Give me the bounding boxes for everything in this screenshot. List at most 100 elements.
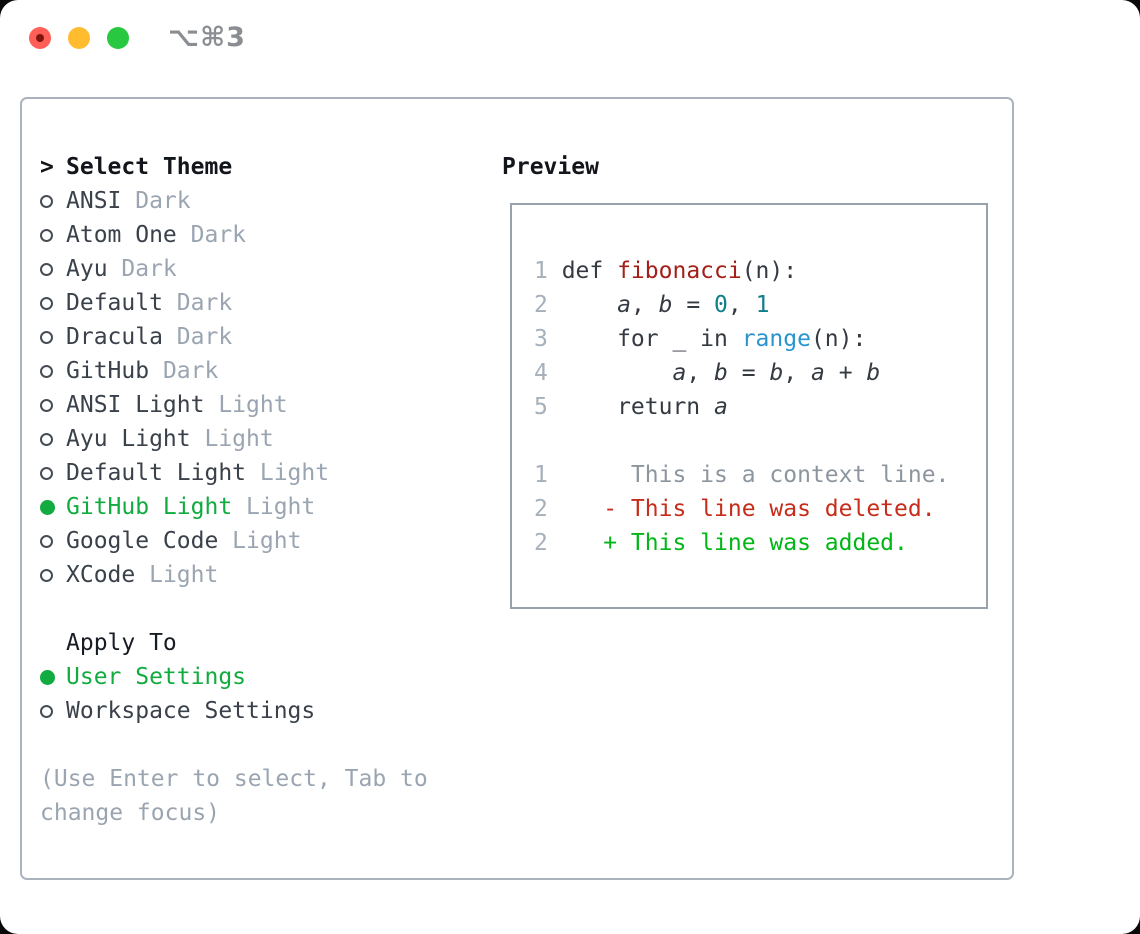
code-segment-del: - This line was deleted.	[561, 496, 936, 522]
theme-option-google-code[interactable]: Google Code Light	[40, 524, 428, 558]
code-segment-var: b	[866, 360, 881, 386]
theme-variant-label: Dark	[149, 358, 219, 384]
code-segment-code: ,	[686, 360, 715, 386]
code-segment-code: return	[561, 394, 715, 420]
code-line: 2 + This line was added.	[534, 526, 949, 560]
code-segment-code: =	[672, 292, 715, 318]
code-segment-var: b	[714, 360, 728, 386]
code-line	[534, 424, 949, 458]
code-segment-lit: 0	[714, 292, 728, 318]
theme-option-ansi-light[interactable]: ANSI Light Light	[40, 388, 428, 422]
theme-variant-label: Dark	[176, 222, 247, 248]
code-line: 5 return a	[534, 390, 949, 424]
theme-option-github[interactable]: GitHub Dark	[40, 354, 428, 388]
spacer-row	[40, 592, 428, 626]
code-segment-code	[562, 356, 673, 390]
close-button-icon[interactable]	[29, 27, 51, 49]
theme-option-ayu-light[interactable]: Ayu Light Light	[40, 422, 428, 456]
code-segment-code: ,	[727, 292, 756, 318]
radio-icon	[40, 330, 53, 344]
code-line: 1 def fibonacci(n):	[534, 254, 949, 288]
theme-variant-label: Light	[204, 392, 288, 418]
code-segment-code: for _ in	[561, 326, 742, 352]
theme-variant-label: Dark	[162, 324, 233, 350]
window-title: ⌥⌘3	[168, 22, 246, 53]
code-segment-var: b	[769, 360, 784, 386]
theme-variant-label: Dark	[107, 256, 177, 282]
apply-to-header: Apply To	[66, 630, 177, 656]
theme-variant-label: Light	[232, 494, 316, 520]
line-number: 2	[534, 496, 548, 522]
line-number: 2	[534, 530, 548, 556]
radio-icon	[40, 296, 53, 310]
radio-icon	[40, 228, 53, 242]
code-segment-code: =	[727, 360, 770, 386]
theme-option-ansi[interactable]: ANSI Dark	[40, 184, 428, 218]
radio-selected-icon	[40, 669, 55, 685]
apply-name-label: User Settings	[66, 664, 247, 690]
theme-variant-label: Light	[218, 528, 302, 554]
code-line: 2 a, b = 0, 1	[534, 288, 949, 322]
code-segment-code	[562, 288, 617, 322]
hint-line: change focus)	[40, 800, 221, 826]
code-segment-var: a	[714, 394, 728, 420]
code-segment-code: ,	[783, 360, 811, 386]
theme-name-label: ANSI Light	[66, 392, 205, 418]
theme-option-default-light[interactable]: Default Light Light	[40, 456, 428, 490]
radio-icon	[40, 364, 53, 378]
code-segment-code: def	[561, 258, 618, 284]
hint-line: (Use Enter to select, Tab to	[40, 766, 428, 792]
code-segment-var: b	[658, 292, 673, 318]
radio-icon	[40, 194, 53, 208]
code-segment-lit: 1	[755, 292, 770, 318]
line-number: 3	[534, 326, 548, 352]
code-segment-add: + This line was added.	[561, 530, 908, 556]
theme-name-label: Ayu Light	[66, 426, 191, 452]
theme-option-default[interactable]: Default Dark	[40, 286, 428, 320]
theme-option-dracula[interactable]: Dracula Dark	[40, 320, 428, 354]
code-segment-code: (n):	[741, 258, 798, 284]
theme-option-atom-one[interactable]: Atom One Dark	[40, 218, 428, 252]
select-theme-header: Select Theme	[66, 154, 233, 180]
theme-option-xcode[interactable]: XCode Light	[40, 558, 428, 592]
hint-text: (Use Enter to select, Tab to change focus…	[40, 762, 428, 830]
radio-icon	[40, 262, 53, 276]
code-line: 2 - This line was deleted.	[534, 492, 949, 526]
apply-name-label: Workspace Settings	[66, 698, 316, 724]
theme-variant-label: Dark	[162, 290, 233, 316]
theme-variant-label: Light	[135, 562, 219, 588]
code-segment-var: a	[811, 360, 825, 386]
traffic-lights	[29, 27, 129, 49]
code-segment-call: range	[741, 326, 811, 352]
radio-icon	[40, 534, 53, 548]
theme-name-label: Google Code	[66, 528, 219, 554]
radio-icon	[40, 432, 53, 446]
close-dot-icon	[36, 34, 44, 42]
apply-option-user-settings[interactable]: User Settings	[40, 660, 428, 694]
radio-selected-icon	[40, 499, 55, 515]
line-number: 5	[534, 394, 548, 420]
radio-icon	[40, 568, 53, 582]
theme-name-label: Atom One	[66, 222, 177, 248]
radio-icon	[40, 398, 53, 412]
code-segment-code: ,	[630, 292, 659, 318]
code-line: 3 for _ in range(n):	[534, 322, 949, 356]
code-segment-func: fibonacci	[617, 258, 742, 284]
theme-name-label: Dracula	[66, 324, 163, 350]
minimize-button-icon[interactable]	[68, 27, 90, 49]
apply-to-header-row: Apply To	[40, 626, 428, 660]
code-segment-var: a	[617, 292, 631, 318]
apply-option-workspace-settings[interactable]: Workspace Settings	[40, 694, 428, 728]
zoom-button-icon[interactable]	[107, 27, 129, 49]
theme-option-github-light[interactable]: GitHub Light Light	[40, 490, 428, 524]
code-segment-code: (n):	[810, 326, 867, 352]
line-number: 1	[534, 258, 548, 284]
theme-option-ayu[interactable]: Ayu Dark	[40, 252, 428, 286]
radio-icon	[40, 704, 53, 718]
code-segment-ctx: This is a context line.	[561, 462, 950, 488]
